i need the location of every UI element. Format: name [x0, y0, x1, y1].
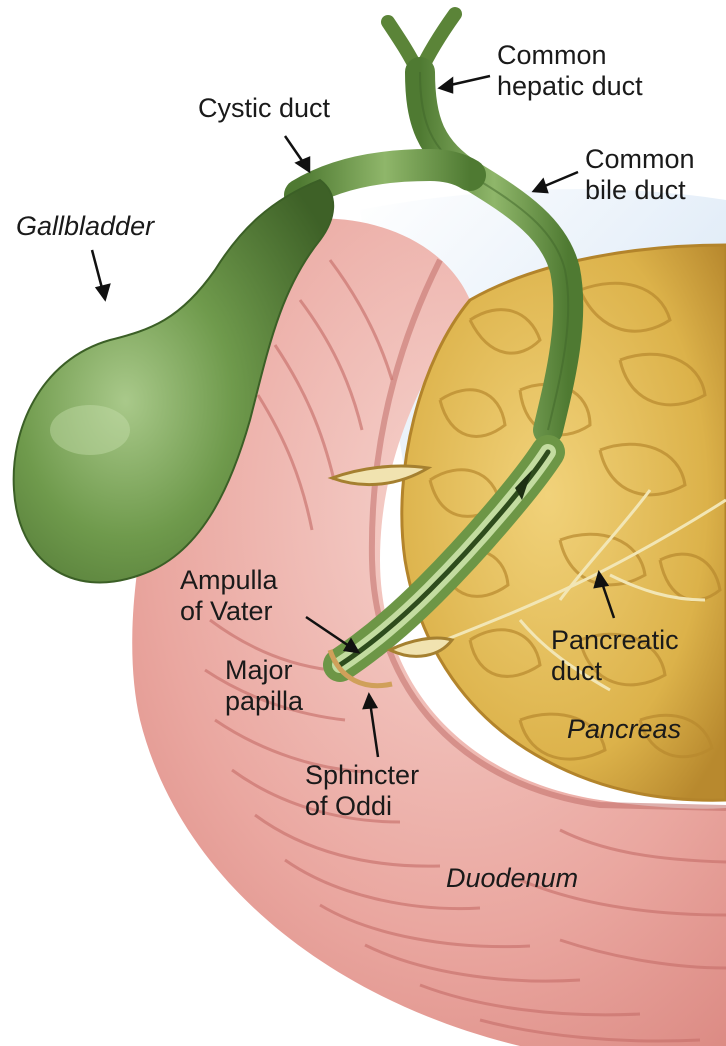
label-cystic-duct: Cystic duct [198, 93, 330, 124]
label-common-hepatic-duct-line1: Common [497, 40, 643, 71]
label-major-papilla: Major papilla [225, 655, 303, 717]
label-pancreatic-duct: Pancreatic duct [551, 625, 679, 687]
label-duodenum: Duodenum [446, 863, 578, 894]
label-gallbladder: Gallbladder [16, 211, 154, 242]
label-ampulla-of-vater-line2: of Vater [180, 596, 278, 627]
label-common-bile-duct-line1: Common [585, 144, 695, 175]
label-common-hepatic-duct-line2: hepatic duct [497, 71, 643, 102]
label-ampulla-of-vater: Ampulla of Vater [180, 565, 278, 627]
label-common-hepatic-duct: Common hepatic duct [497, 40, 643, 102]
label-sphincter-of-oddi-line2: of Oddi [305, 791, 419, 822]
label-major-papilla-line1: Major [225, 655, 303, 686]
label-pancreatic-duct-line1: Pancreatic [551, 625, 679, 656]
label-common-bile-duct: Common bile duct [585, 144, 695, 206]
label-pancreatic-duct-line2: duct [551, 656, 679, 687]
label-common-bile-duct-line2: bile duct [585, 175, 695, 206]
label-sphincter-of-oddi: Sphincter of Oddi [305, 760, 419, 822]
label-major-papilla-line2: papilla [225, 686, 303, 717]
label-sphincter-of-oddi-line1: Sphincter [305, 760, 419, 791]
label-ampulla-of-vater-line1: Ampulla [180, 565, 278, 596]
label-pancreas: Pancreas [567, 714, 681, 745]
